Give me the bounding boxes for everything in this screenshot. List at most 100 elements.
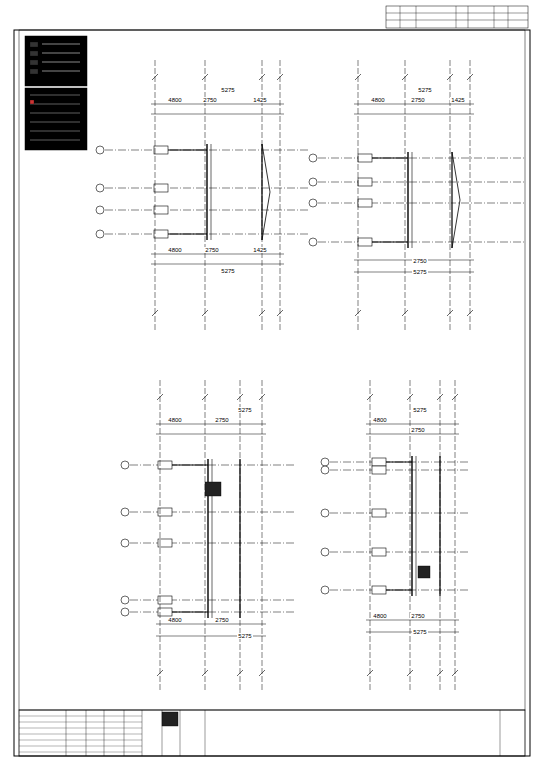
drawing-line xyxy=(180,710,181,756)
dimension-text: 4800 xyxy=(167,247,182,253)
drawing-line xyxy=(160,380,161,690)
drawing-rect xyxy=(154,230,168,238)
drawing-line xyxy=(240,380,241,690)
drawing-line xyxy=(447,74,453,80)
drawing-line xyxy=(156,434,266,435)
drawing-line xyxy=(151,114,284,115)
drawing-line xyxy=(211,144,212,240)
drawing-rect xyxy=(25,36,87,86)
drawing-line xyxy=(470,60,471,330)
dimension-text: 2750 xyxy=(204,247,219,253)
drawing-line xyxy=(372,158,408,159)
dimension-text: 2750 xyxy=(412,258,427,264)
drawing-line xyxy=(202,74,208,80)
drawing-line xyxy=(330,552,470,553)
axis-bubble xyxy=(309,238,317,246)
drawing-rect xyxy=(372,458,386,466)
drawing-line xyxy=(19,734,142,735)
axis-bubble xyxy=(309,199,317,207)
drawing-rect xyxy=(205,482,221,496)
drawing-line xyxy=(152,310,158,316)
drawing-line xyxy=(402,74,408,80)
dimension-text: 2750 xyxy=(410,613,425,619)
drawing-rect xyxy=(154,184,168,192)
axis-bubble xyxy=(121,539,129,547)
drawing-line xyxy=(386,13,528,14)
drawing-line xyxy=(411,456,412,596)
drawing-line xyxy=(237,670,243,676)
dimension-text: 1425 xyxy=(252,97,267,103)
drawing-line xyxy=(130,612,295,613)
dimension-text: 4800 xyxy=(370,97,385,103)
drawing-rect xyxy=(30,60,38,65)
drawing-line xyxy=(330,470,470,471)
drawing-rect xyxy=(30,42,38,47)
axis-bubble xyxy=(321,586,329,594)
drawing-line xyxy=(355,74,361,80)
drawing-line xyxy=(152,74,158,80)
drawing-line xyxy=(330,590,470,591)
drawing-line xyxy=(467,74,473,80)
axis-bubble xyxy=(321,466,329,474)
drawing-line xyxy=(259,310,265,316)
drawing-line xyxy=(130,512,295,513)
drawing-line xyxy=(202,394,208,400)
drawing-rect xyxy=(372,548,386,556)
axis-bubble xyxy=(96,206,104,214)
drawing-rect xyxy=(372,586,386,594)
drawing-line xyxy=(277,74,283,80)
drawing-rect xyxy=(358,199,372,207)
dimension-text: 2750 xyxy=(202,97,217,103)
drawing-line xyxy=(42,44,80,45)
drawing-line xyxy=(407,670,413,676)
axis-bubble xyxy=(321,548,329,556)
drawing-line xyxy=(500,710,501,756)
drawing-line xyxy=(66,710,67,756)
drawing-line xyxy=(155,60,156,330)
dimension-text: 1425 xyxy=(450,97,465,103)
drawing-line xyxy=(405,60,406,330)
drawing-line xyxy=(367,670,373,676)
drawing-line xyxy=(205,380,206,690)
drawing-line xyxy=(168,234,207,235)
drawing-rect xyxy=(154,206,168,214)
drawing-rect xyxy=(30,51,38,56)
dimension-text: 1425 xyxy=(252,247,267,253)
drawing-line xyxy=(156,424,266,425)
drawing-line xyxy=(439,456,440,596)
drawing-line xyxy=(172,612,208,613)
drawing-line xyxy=(467,310,473,316)
drawing-rect xyxy=(372,466,386,474)
axis-bubble xyxy=(321,458,329,466)
drawing-rect xyxy=(19,30,525,710)
drawing-line xyxy=(456,6,457,28)
roof-slope xyxy=(262,144,270,240)
dimension-text: 5275 xyxy=(412,629,427,635)
drawing-line xyxy=(261,144,262,240)
drawing-line xyxy=(104,710,105,756)
drawing-line xyxy=(42,71,80,72)
drawing-line xyxy=(19,746,142,747)
drawing-line xyxy=(372,242,408,243)
drawing-line xyxy=(30,131,80,132)
axis-bubble xyxy=(121,461,129,469)
drawing-rect xyxy=(25,88,87,150)
drawing-rect xyxy=(358,238,372,246)
drawing-rect xyxy=(386,6,528,28)
drawing-rect xyxy=(19,710,525,756)
drawing-line xyxy=(130,543,295,544)
drawing-line xyxy=(366,434,459,435)
dimension-text: 2750 xyxy=(410,427,425,433)
drawing-line xyxy=(206,144,207,240)
drawing-line xyxy=(42,62,80,63)
drawing-line xyxy=(447,310,453,316)
drawing-line xyxy=(151,104,284,105)
drawing-line xyxy=(412,152,413,248)
drawing-line xyxy=(455,380,456,690)
drawing-line xyxy=(151,264,284,265)
axis-bubble xyxy=(96,184,104,192)
drawing-line xyxy=(386,590,412,591)
axis-bubble xyxy=(121,596,129,604)
